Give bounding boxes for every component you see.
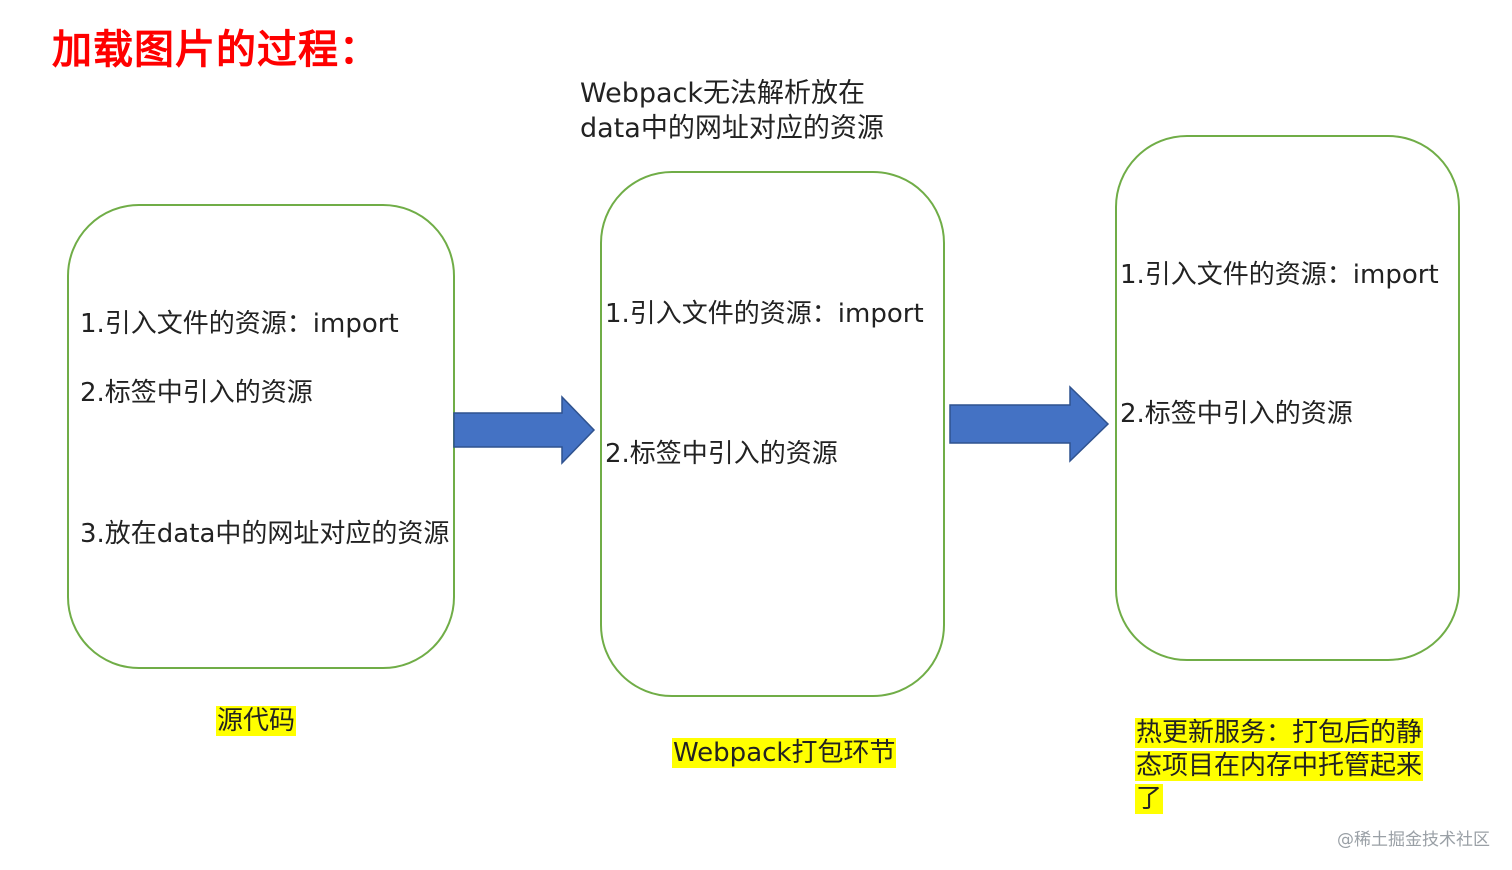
dev-server-box [1115,135,1460,661]
top-note: Webpack无法解析放在 data中的网址对应的资源 [580,76,920,146]
caption-source-code-text: 源代码 [216,706,297,736]
source-code-box [67,204,455,669]
right-arrow-icon [453,395,596,465]
right-arrow-icon [949,385,1110,463]
watermark: @稀土掘金技术社区 [1337,830,1490,850]
caption-source-code: 源代码 [216,705,297,738]
box1-item-2: 2.标签中引入的资源 [80,378,313,408]
caption-dev-server: 热更新服务：打包后的静态项目在内存中托管起来了 [1135,717,1435,816]
box2-item-2: 2.标签中引入的资源 [605,439,838,469]
caption-dev-server-text: 热更新服务：打包后的静态项目在内存中托管起来了 [1135,718,1424,814]
caption-webpack: Webpack打包环节 [672,737,897,770]
box3-item-2: 2.标签中引入的资源 [1120,399,1353,429]
top-note-line-2: data中的网址对应的资源 [580,113,884,144]
arrow-shape [453,395,596,465]
box2-item-1: 1.引入文件的资源：import [605,299,924,329]
box1-item-1: 1.引入文件的资源：import [80,309,399,339]
top-note-line-1: Webpack无法解析放在 [580,78,866,109]
box3-item-1: 1.引入文件的资源：import [1120,260,1439,290]
page-title: 加载图片的过程： [52,27,380,73]
box1-item-3: 3.放在data中的网址对应的资源 [80,519,450,549]
webpack-bundle-box [600,171,945,697]
arrow-shape [949,385,1110,463]
caption-webpack-text: Webpack打包环节 [672,738,897,768]
